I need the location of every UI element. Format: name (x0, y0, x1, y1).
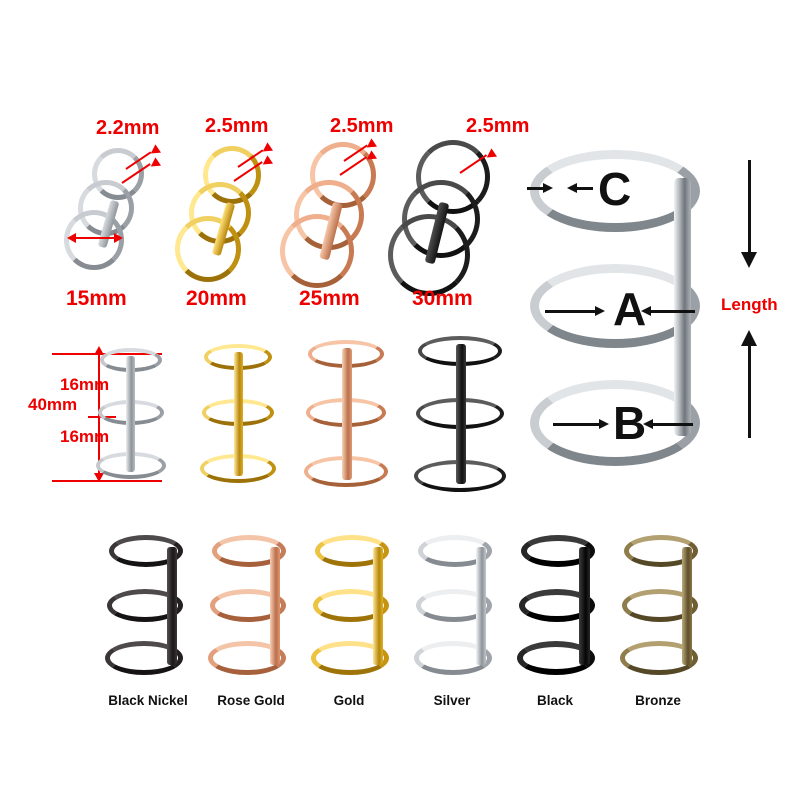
diagram-label-c: C (598, 163, 632, 215)
ring (109, 535, 183, 567)
color-label-bronze: Bronze (635, 693, 681, 708)
gauge-label-30mm: 2.5mm (466, 115, 530, 137)
ring (311, 641, 389, 675)
ring (313, 589, 389, 622)
ring (212, 535, 286, 567)
gauge-label-25mm: 2.5mm (330, 115, 394, 137)
binder-black (410, 336, 514, 492)
diagram-label-b: B (613, 397, 647, 449)
ring (208, 641, 286, 675)
binder-rose-gold (300, 340, 394, 488)
color-label-rose-gold: Rose Gold (217, 693, 285, 708)
color-label-silver: Silver (433, 693, 471, 708)
ring (105, 641, 183, 675)
ring (414, 641, 492, 675)
ring (517, 641, 595, 675)
ring (175, 216, 241, 282)
gauge-pointer-30mm (458, 138, 508, 184)
ring (315, 535, 389, 567)
segment-bottom-label: 16mm (60, 427, 110, 446)
binder-gold (196, 344, 282, 484)
diagram-spine (674, 178, 691, 436)
color-sample-gold (311, 535, 397, 675)
diagram-label-a: A (613, 283, 647, 335)
length-arrow-up (740, 330, 760, 440)
binder-spine (682, 547, 692, 665)
color-label-black-nickel: Black Nickel (108, 693, 188, 708)
color-sample-bronze (620, 535, 706, 675)
ring (388, 214, 470, 296)
large-binder-diagram (520, 150, 720, 490)
gauge-label-15mm: 2.2mm (96, 117, 160, 139)
ring (107, 589, 183, 622)
ring (624, 535, 698, 567)
binder-spine (167, 547, 177, 665)
binder-spine (270, 547, 280, 665)
binder-spine (126, 356, 135, 472)
segment-top-label: 16mm (60, 375, 110, 394)
length-label: Length (721, 295, 778, 314)
color-label-gold: Gold (333, 693, 365, 708)
size-label-15mm: 15mm (66, 287, 127, 310)
ring (210, 589, 286, 622)
ring (280, 214, 354, 288)
color-label-black: Black (536, 693, 574, 708)
ring (416, 589, 492, 622)
gauge-label-20mm: 2.5mm (205, 115, 269, 137)
size-label-20mm: 20mm (186, 287, 247, 310)
color-sample-silver (414, 535, 500, 675)
binder-spine (456, 344, 466, 484)
color-sample-rose-gold (208, 535, 294, 675)
ring (620, 641, 698, 675)
ring (418, 535, 492, 567)
binder-spine (476, 547, 486, 665)
ring-cluster-25mm (280, 142, 420, 288)
ring (521, 535, 595, 567)
binder-spine (579, 547, 590, 665)
diagram-gauge-arrows-c (527, 182, 597, 194)
diagram-ring-c (530, 150, 700, 232)
diagram-ring-b (530, 380, 700, 466)
binder-spine (234, 352, 243, 476)
binder-spine (373, 547, 383, 665)
gauge-pointer-25mm (338, 138, 388, 186)
binder-spine (342, 348, 352, 480)
binder-silver (92, 348, 170, 480)
diameter-arrow-15mm (67, 232, 123, 244)
gauge-pointer-15mm (120, 144, 170, 192)
length-arrow-down (740, 160, 760, 270)
color-sample-black-nickel (105, 535, 191, 675)
size-label-30mm: 30mm (412, 287, 473, 310)
gauge-pointer-20mm (232, 142, 282, 190)
ring (622, 589, 698, 622)
diagram-ring-a (530, 264, 700, 348)
size-label-25mm: 25mm (299, 287, 360, 310)
color-sample-black (517, 535, 603, 675)
diagram-diameter-arrows-a (545, 305, 695, 317)
ring (519, 589, 595, 622)
ring-cluster-30mm (388, 140, 538, 296)
ring-cluster-20mm (175, 146, 305, 282)
diagram-diameter-arrows-b (553, 418, 693, 430)
total-height-label: 40mm (28, 395, 78, 414)
